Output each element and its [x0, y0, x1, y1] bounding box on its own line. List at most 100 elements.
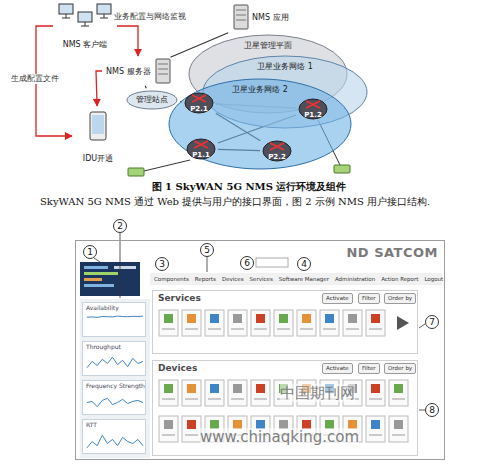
node-text: ND SATCOM [346, 245, 438, 260]
tile-icon [233, 314, 242, 323]
callout-number: 1 [83, 245, 97, 259]
panel-button: Activate [322, 293, 353, 304]
search-box [256, 258, 288, 267]
leader-line [207, 257, 208, 272]
router-arrow [306, 101, 320, 108]
menu-item: Devices [222, 275, 244, 283]
watermark: 中国期刊网 [280, 384, 355, 402]
node-text: Frequency Strength [86, 382, 145, 389]
tile-caption-stroke [185, 329, 198, 330]
body-text: SkyWAN 5G NMS 通过 Web 提供与用户的接口界面，图 2 示例 N… [40, 195, 490, 208]
menu-bar [150, 273, 442, 285]
node-text: NMS 客户端 [55, 39, 115, 50]
panel-button: Activate [322, 363, 353, 374]
node-text: Order by [388, 365, 412, 372]
tile-icon [394, 384, 403, 393]
scroll-arrow [397, 316, 409, 330]
tile-icon [164, 384, 173, 393]
node-text: P2.2 [262, 153, 292, 161]
server-slot [236, 10, 246, 11]
router-arrow [192, 95, 206, 102]
tile-outline [228, 310, 247, 336]
tile-outline [389, 416, 408, 442]
connector [117, 26, 138, 56]
tile-icon [164, 420, 173, 429]
computer-icons [55, 2, 115, 36]
tile-icon [348, 314, 357, 323]
callout-number: 8 [425, 403, 439, 417]
node-text: Order by [388, 295, 412, 302]
chart-panel: Frequency Strength [82, 380, 146, 415]
tile-icon [256, 314, 265, 323]
leader-line [94, 258, 100, 262]
tile-outline [366, 310, 385, 336]
tile-caption-stroke [300, 329, 313, 330]
router-arrow [192, 95, 206, 102]
device-screen [92, 115, 104, 134]
tile-outline [251, 380, 270, 406]
leader-line [419, 324, 425, 328]
chart-line [87, 316, 143, 317]
panel-button: Filter [358, 363, 380, 374]
monitor-stand [85, 22, 86, 26]
site-cloud: 管理站点 [126, 90, 178, 110]
tile-icon [164, 314, 173, 323]
tile-icon [371, 314, 380, 323]
server-slot [158, 69, 168, 70]
monitor-symbol [59, 4, 73, 14]
network-cloud: 卫星业务网络 2P2.1P1.2P1.1P2.2 [168, 78, 352, 170]
server-symbol [156, 59, 170, 83]
node-text: Activate [326, 365, 349, 372]
callout-number: 2 [113, 219, 127, 233]
status-bar [84, 278, 102, 281]
router-symbol [263, 141, 291, 161]
tile-outline [251, 310, 270, 336]
tile-outline [228, 380, 247, 406]
server-icon [232, 2, 250, 32]
monitor-base [62, 18, 70, 19]
router-arrow [270, 143, 284, 150]
tile-icon [371, 420, 380, 429]
router-arrow [270, 143, 284, 150]
tile-outline [343, 310, 362, 336]
server-slot [158, 64, 168, 65]
tile-icon [394, 420, 403, 429]
tile-grid [153, 308, 417, 352]
router-arrow [194, 141, 208, 148]
node-text: Services [158, 293, 201, 303]
tile-caption-stroke [323, 329, 336, 330]
node-text: Availability [86, 304, 119, 311]
server-slot [158, 74, 168, 75]
chart-plot [86, 313, 144, 336]
node-text: Filter [362, 295, 376, 302]
server-slot [236, 20, 246, 21]
menu-item: Software Manager [279, 275, 329, 283]
panel-button: Order by [384, 293, 416, 304]
status-bar [84, 284, 114, 287]
callout-number: 7 [425, 315, 439, 329]
cloud-shape [127, 91, 177, 109]
tile-caption-stroke [392, 435, 405, 436]
router-node: P2.2 [262, 140, 292, 162]
monitor-symbol [78, 12, 92, 22]
monitor-base [81, 26, 89, 27]
tile-icon [302, 314, 311, 323]
tile-icon [187, 314, 196, 323]
tile-outline [182, 310, 201, 336]
tile-caption-stroke [162, 399, 175, 400]
tile-outline [182, 416, 201, 442]
router-node: P2.1 [184, 92, 214, 114]
tile-caption-stroke [392, 399, 405, 400]
tile-outline [205, 310, 224, 336]
chart-line [87, 398, 143, 406]
terminal-symbol [334, 165, 350, 173]
sidebar-ground [80, 299, 150, 458]
server-symbol [234, 5, 248, 29]
tile-caption-stroke [231, 399, 244, 400]
monitor-base [100, 18, 108, 19]
chart-plot [86, 391, 144, 414]
device-icon [74, 108, 122, 148]
tile-caption-stroke [185, 399, 198, 400]
device-symbol [90, 112, 106, 140]
router-arrow [194, 141, 208, 148]
